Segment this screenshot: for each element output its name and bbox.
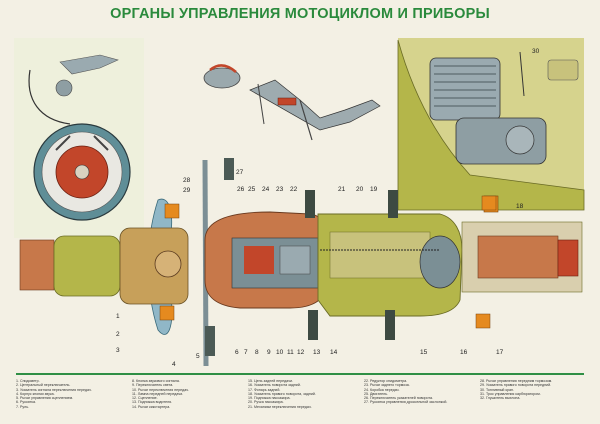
- legend-item: 30. Топливный кран.: [480, 387, 514, 392]
- front-brake-inset: [14, 38, 144, 238]
- legend-item: 27. Рукоятка управления дроссельной засл…: [364, 400, 448, 405]
- callout-30: 30: [532, 48, 540, 55]
- callout-6: 6: [235, 349, 239, 356]
- legend-item: 20. Ручка пассажира.: [248, 400, 284, 405]
- legend-item: 8. Кнопка звукового сигнала.: [132, 379, 180, 383]
- callout-22: 22: [290, 186, 298, 193]
- legend-item: 25. Двигатель.: [364, 391, 388, 396]
- callout-11: 11: [287, 349, 294, 356]
- legend-item: 13. Подножка водителя.: [132, 400, 173, 405]
- legend-column-2: 8. Кнопка звукового сигнала. 9. Переключ…: [132, 379, 236, 409]
- callout-1: 1: [116, 313, 120, 320]
- callout-labels: 1 2 3 4 5 6 7 8 9 10 11 12 13 14 15 16 1…: [116, 48, 540, 368]
- callout-2: 2: [116, 331, 120, 338]
- legend-item: 18. Указатель правого поворота, задний.: [248, 391, 316, 396]
- legend-item: 4. Корпус кнопки звука.: [16, 391, 55, 396]
- legend-column-1: 1. Спидометр. 2. Центральный переключате…: [16, 379, 120, 409]
- legend-item: 17. Фонарь задний.: [248, 387, 281, 392]
- legend-item: 28. Рычаг управления передним тормозом.: [480, 379, 553, 383]
- legend-column-4: 22. Редуктор спидометра. 23. Рычаг задне…: [364, 379, 468, 405]
- legend-item: 23. Рычаг заднего тормоза.: [364, 383, 410, 388]
- legend-item: 19. Подножка пассажира.: [248, 396, 291, 401]
- engine-inset: [397, 38, 585, 213]
- legend-item: 5. Рычаг управления сцеплением.: [16, 396, 74, 401]
- legend: 1. Спидометр. 2. Центральный переключате…: [16, 379, 588, 423]
- callout-15: 15: [420, 349, 428, 356]
- callout-9: 9: [267, 349, 271, 356]
- callout-3: 3: [116, 347, 120, 354]
- callout-28: 28: [183, 177, 191, 184]
- callout-13: 13: [313, 349, 321, 356]
- rear-brake-inset: [203, 64, 381, 141]
- legend-item: 2. Центральный переключатель.: [16, 383, 71, 388]
- legend-item: 9. Переключатель света.: [132, 383, 174, 388]
- legend-item: 16. Указатель поворота задний.: [248, 383, 301, 388]
- callout-5: 5: [196, 353, 200, 360]
- legend-item: 7. Руль.: [16, 404, 30, 409]
- legend-item: 3. Указатель сигнала переключения переда…: [16, 387, 92, 392]
- motorcycle-top-view: [19, 158, 583, 367]
- callout-7: 7: [244, 349, 248, 356]
- callout-27: 27: [236, 169, 244, 176]
- callout-19: 19: [370, 186, 378, 193]
- legend-item: 21. Механизм переключения передач.: [248, 404, 312, 409]
- legend-item: 22. Редуктор спидометра.: [364, 379, 408, 383]
- callout-26: 26: [237, 186, 245, 193]
- legend-column-3: 15. Цепь задней передачи. 16. Указатель …: [248, 379, 352, 409]
- callout-20: 20: [356, 186, 364, 193]
- legend-item: 15. Цепь задней передачи.: [248, 379, 293, 383]
- callout-8: 8: [255, 349, 259, 356]
- callout-10: 10: [276, 349, 284, 356]
- legend-item: 1. Спидометр.: [16, 379, 40, 383]
- callout-17: 17: [496, 349, 504, 356]
- legend-item: 24. Коробка передач.: [364, 387, 400, 392]
- legend-item: 12. Сцепление.: [132, 396, 158, 401]
- callout-29: 29: [183, 187, 191, 194]
- callout-12: 12: [297, 349, 305, 356]
- legend-item: 26. Переключатель указателей поворота.: [364, 396, 434, 401]
- legend-item: 29. Указатель правого поворота передний.: [480, 383, 552, 388]
- legend-item: 6. Рукоятка.: [16, 400, 37, 405]
- callout-24: 24: [262, 186, 270, 193]
- poster-title: ОРГАНЫ УПРАВЛЕНИЯ МОТОЦИКЛОМ И ПРИБОРЫ: [110, 6, 490, 22]
- callout-23: 23: [276, 186, 284, 193]
- callout-4: 4: [172, 361, 176, 368]
- legend-divider: [16, 373, 584, 375]
- callout-16: 16: [460, 349, 468, 356]
- callout-25: 25: [248, 186, 256, 193]
- legend-item: 11. Лампа передней передачи.: [132, 391, 184, 396]
- legend-item: 32. Глушитель выхлопа.: [480, 396, 521, 401]
- callout-18: 18: [516, 203, 524, 210]
- legend-item: 31. Трос управления карбюратором.: [480, 391, 541, 396]
- legend-column-5: 28. Рычаг управления передним тормозом. …: [480, 379, 584, 400]
- callout-21: 21: [338, 186, 346, 193]
- legend-item: 10. Рычаг переключения передач.: [132, 387, 189, 392]
- legend-item: 14. Рычаг кикстартера.: [132, 404, 171, 409]
- callout-14: 14: [330, 349, 338, 356]
